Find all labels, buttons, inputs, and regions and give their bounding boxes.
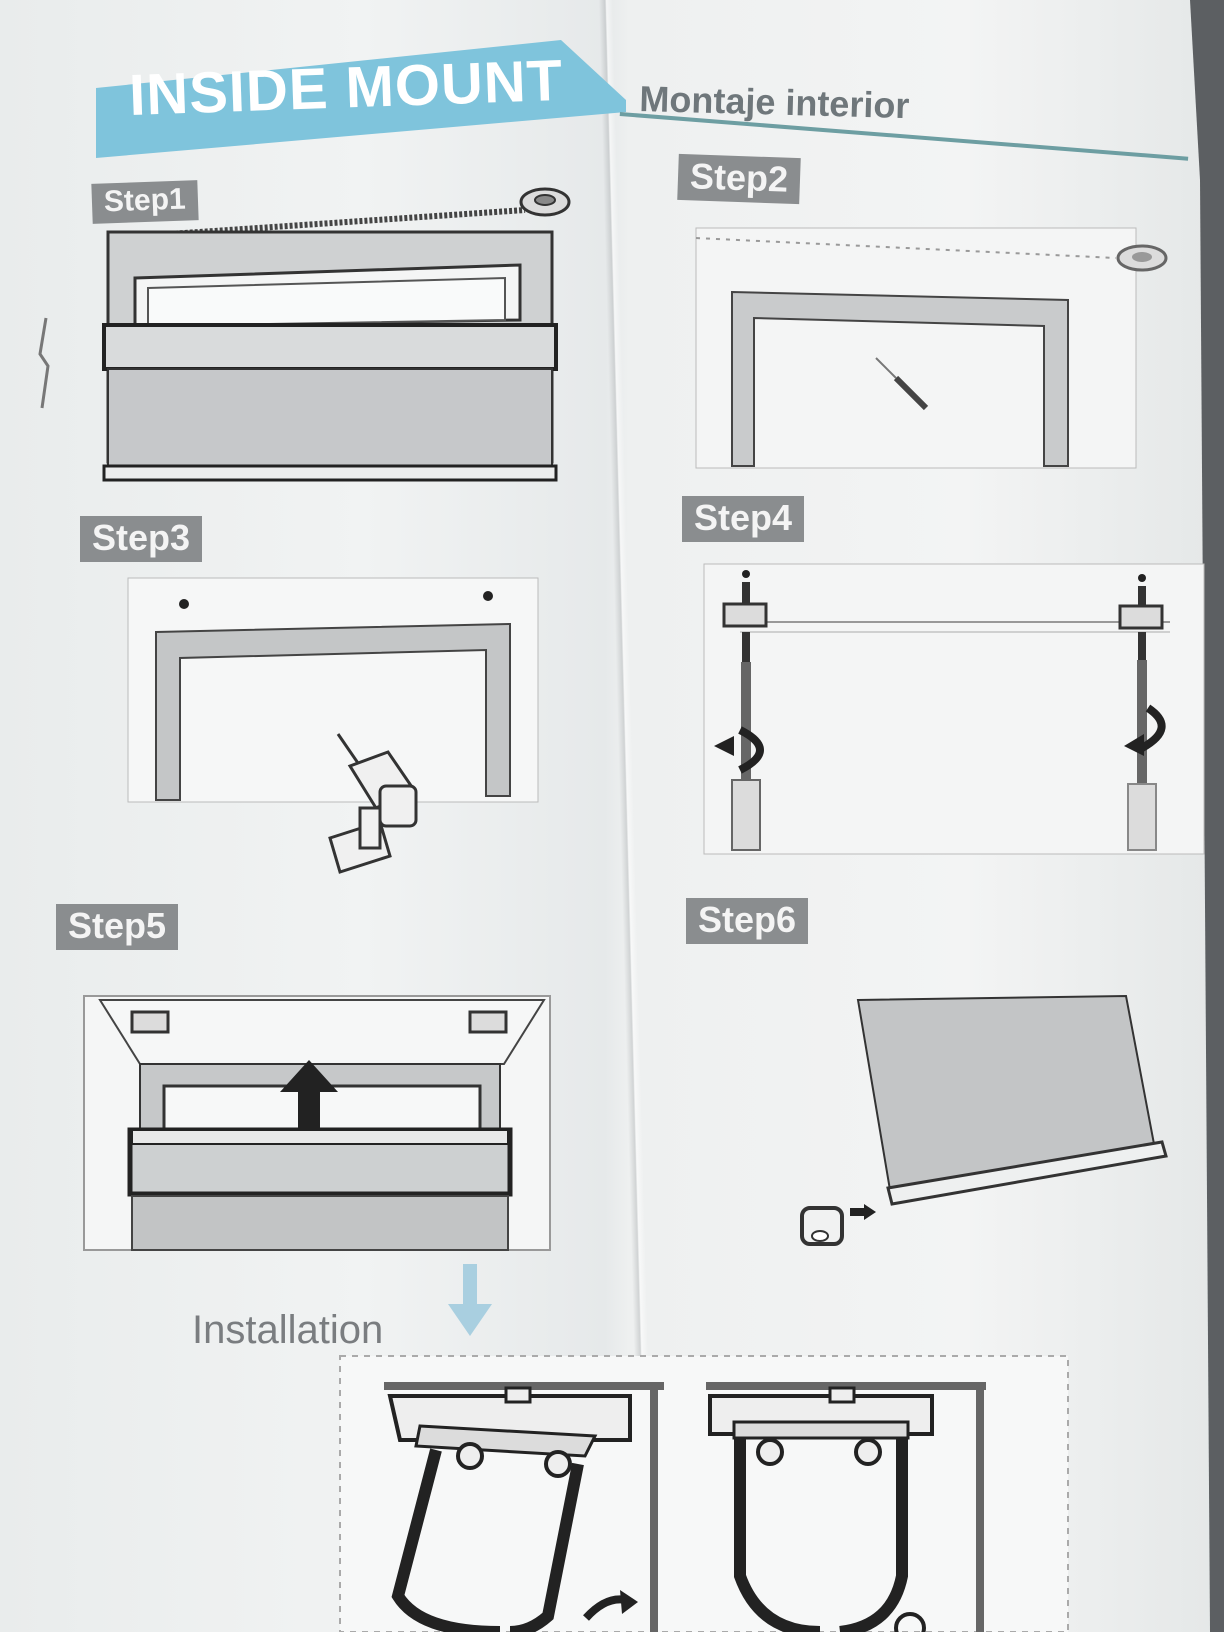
step3-illustration: [127, 577, 539, 874]
step6-illustration: [800, 994, 1168, 1246]
step3-label: Step3: [80, 516, 203, 562]
step4-illustration: [703, 563, 1205, 855]
installation-illustration: [339, 1355, 1069, 1632]
step1-illustration: [102, 187, 571, 482]
step6-label: Step6: [686, 898, 809, 944]
step4-label: Step4: [682, 496, 805, 542]
step5-illustration: [83, 995, 551, 1251]
step2-illustration: [695, 227, 1168, 469]
step5-label: Step5: [56, 904, 179, 950]
installation-label: Installation: [192, 1308, 384, 1352]
step2-label: Step2: [677, 153, 801, 205]
down-arrow-icon: [448, 1264, 492, 1336]
binder-clip-icon: [38, 317, 50, 409]
